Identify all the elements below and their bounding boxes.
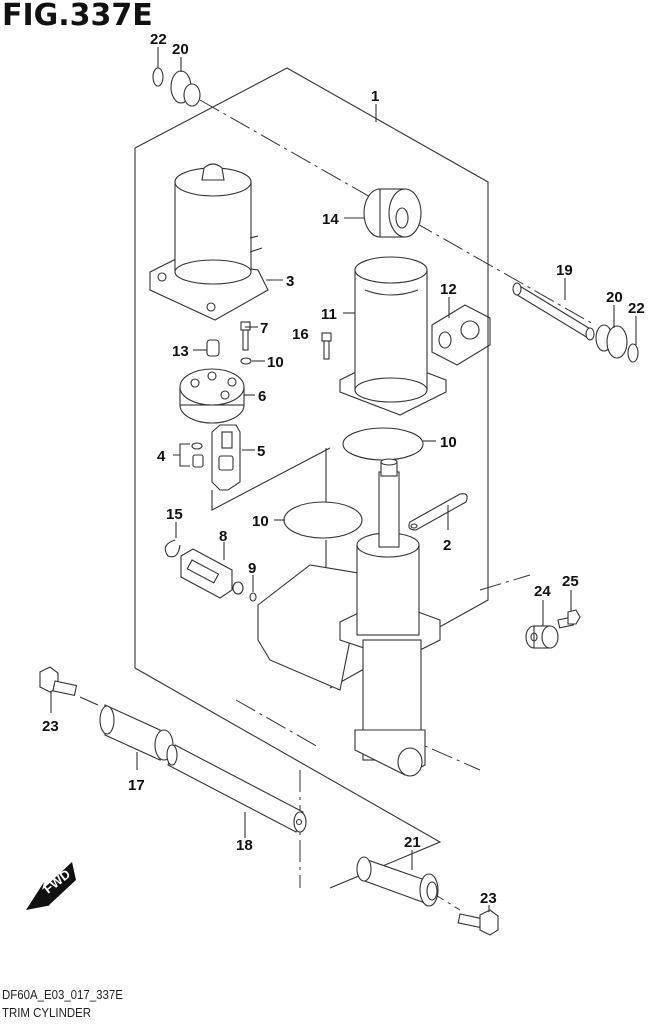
callout-numbers: 1 2 3 4 5 6 7 8 9 10 10 10 11 12 13 14 1… [42,31,645,907]
stopper[interactable] [525,625,559,649]
callout-7[interactable]: 7 [260,320,268,337]
trim-motor[interactable] [149,163,269,321]
screw-7[interactable] [240,321,251,351]
callout-2[interactable]: 2 [443,537,451,554]
valve-and-seal[interactable] [191,442,204,468]
o-ring-10-left[interactable] [283,501,363,539]
filler-plug[interactable] [431,304,491,366]
o-ring-small-10[interactable] [240,357,252,365]
figure-name: TRIM CYLINDER [2,1005,91,1020]
bolt-23-left[interactable] [39,666,78,697]
callout-22-b[interactable]: 22 [628,300,645,317]
cylinder-body[interactable] [257,458,441,777]
callout-23-a[interactable]: 23 [42,718,59,735]
figure-code: DF60A_E03_017_337E [2,987,123,1002]
fwd-direction-indicator: FWD [26,862,76,910]
callout-1[interactable]: 1 [371,88,379,105]
check-valve-kit[interactable] [211,424,241,491]
callout-10-c[interactable]: 10 [440,434,457,451]
callout-21[interactable]: 21 [404,834,421,851]
callout-15[interactable]: 15 [166,506,183,523]
callout-10-a[interactable]: 10 [267,354,284,371]
callout-16[interactable]: 16 [292,326,309,343]
callout-5[interactable]: 5 [257,443,265,460]
manual-release-valve[interactable] [180,548,244,599]
bolt-23-right[interactable] [457,909,499,936]
callout-23-b[interactable]: 23 [480,890,497,907]
callout-17[interactable]: 17 [128,777,145,794]
callout-3[interactable]: 3 [286,273,294,290]
upper-shaft[interactable] [512,282,595,341]
bushing-sleeve[interactable] [356,856,439,907]
callout-19[interactable]: 19 [556,262,573,279]
bushing-17[interactable] [99,704,174,761]
bushing-flanged-right[interactable] [595,324,628,359]
anode-strap[interactable] [408,493,468,531]
callout-12[interactable]: 12 [440,281,457,298]
bushing-14[interactable] [363,188,422,238]
callout-20-a[interactable]: 20 [172,41,189,58]
callout-6[interactable]: 6 [258,388,266,405]
callout-11[interactable]: 11 [321,306,337,323]
leader-lines [50,47,637,912]
reservoir[interactable] [339,256,447,416]
callout-22-a[interactable]: 22 [150,31,167,48]
o-ring-10-right[interactable] [342,427,424,461]
valve-block[interactable] [179,368,245,424]
callout-20-b[interactable]: 20 [606,289,623,306]
snap-ring-top[interactable] [152,67,164,87]
callout-13[interactable]: 13 [172,343,189,360]
snap-ring-right[interactable] [627,343,639,363]
pin[interactable] [206,339,220,357]
callout-18[interactable]: 18 [236,837,253,854]
leader-check-valve [211,447,331,511]
callout-9[interactable]: 9 [248,560,256,577]
callout-25[interactable]: 25 [562,573,579,590]
circlip[interactable] [164,539,181,558]
callout-4[interactable]: 4 [157,448,166,465]
bolt-25[interactable] [557,609,581,629]
figure-title: FIG.337E [2,0,153,33]
callout-8[interactable]: 8 [219,528,227,545]
o-ring-9[interactable] [249,592,257,602]
callout-10-b[interactable]: 10 [252,513,269,530]
callout-14[interactable]: 14 [322,211,339,228]
callout-24[interactable]: 24 [534,583,551,600]
bolt-16[interactable] [321,332,332,360]
lower-shaft[interactable] [166,744,307,833]
bushing-flanged-top[interactable] [170,70,201,107]
